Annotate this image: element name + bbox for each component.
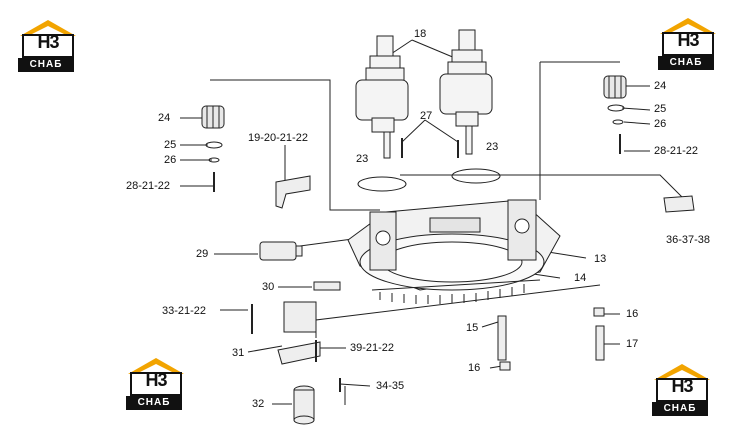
callout-28-left: 28-21-22	[126, 180, 171, 192]
nut-16-bottom	[499, 361, 511, 371]
logo-mark: H3	[677, 30, 699, 50]
swing-reducer-left	[355, 35, 409, 159]
callout-18: 18	[414, 28, 427, 40]
plate-36	[663, 195, 695, 213]
washer-25-right	[607, 104, 625, 112]
leader-line	[247, 345, 283, 353]
callout-26-right: 26	[654, 118, 667, 130]
leader-line	[547, 251, 587, 259]
callout-29: 29	[196, 248, 209, 260]
callout-32: 32	[252, 398, 265, 410]
bolt-17	[595, 325, 605, 361]
callout-25-right: 25	[654, 103, 667, 115]
turntable-frame	[347, 199, 561, 291]
pinion-gear-right	[603, 75, 627, 99]
washer-26-right	[612, 119, 624, 125]
callout-19: 19-20-21-22	[248, 132, 308, 144]
logo-roof-icon	[660, 18, 716, 34]
logo-bottom-left: H3 СНАБ	[126, 356, 186, 414]
callout-17: 17	[626, 338, 639, 350]
callout-30: 30	[262, 281, 275, 293]
callout-39: 39-21-22	[350, 342, 395, 354]
bracket-19	[275, 175, 311, 209]
logo-mark: H3	[671, 376, 693, 396]
filter-32	[293, 385, 315, 425]
callout-31: 31	[232, 347, 245, 359]
leader-line	[400, 174, 691, 206]
leader-line	[315, 284, 601, 338]
leader-line	[621, 107, 651, 111]
callout-36: 36-37-38	[666, 234, 711, 246]
leader-line	[210, 79, 380, 211]
logo-top-left: H3 СНАБ	[18, 18, 78, 76]
callout-24-right: 24	[654, 80, 667, 92]
ring-gear-teeth	[371, 279, 541, 304]
leader-line	[424, 119, 459, 143]
logo-mark: H3	[145, 370, 167, 390]
logo-roof-icon	[128, 358, 184, 374]
callout-26-left: 26	[164, 154, 177, 166]
callout-33: 33-21-22	[162, 305, 207, 317]
leader-line	[401, 119, 426, 143]
leader-line	[481, 321, 499, 328]
callout-34: 34-35	[376, 380, 405, 392]
logo-roof-icon	[654, 364, 710, 380]
logo-word: СНАБ	[652, 402, 708, 416]
callout-14: 14	[574, 272, 587, 284]
callout-16-bottom: 16	[468, 362, 481, 374]
logo-top-right: H3 СНАБ	[658, 16, 718, 74]
callout-23-right: 23	[486, 141, 499, 153]
valve-block-31	[277, 301, 321, 365]
nut-16-top	[593, 307, 605, 317]
callout-24-left: 24	[158, 112, 171, 124]
callout-16-top: 16	[626, 308, 639, 320]
swing-reducer-right	[439, 29, 493, 155]
callout-23-left: 23	[356, 153, 369, 165]
cylinder-29	[259, 241, 303, 261]
bolt-15	[497, 315, 507, 361]
leader-line	[339, 383, 371, 387]
gasket-right	[451, 168, 501, 184]
logo-bottom-right: H3 СНАБ	[652, 362, 712, 420]
callout-15: 15	[466, 322, 479, 334]
leader-line	[623, 121, 651, 125]
logo-word: СНАБ	[126, 396, 182, 410]
callout-13: 13	[594, 253, 607, 265]
callout-27: 27	[420, 110, 433, 122]
logo-word: СНАБ	[18, 58, 74, 72]
callout-28-right: 28-21-22	[654, 145, 699, 157]
logo-roof-icon	[20, 20, 76, 36]
gasket-left	[357, 176, 407, 192]
leader-line	[411, 39, 456, 59]
callout-25-left: 25	[164, 139, 177, 151]
washer-25-left	[205, 141, 223, 149]
washer-26-left	[208, 157, 220, 163]
pin-30	[313, 281, 341, 291]
logo-word: СНАБ	[658, 56, 714, 70]
logo-mark: H3	[37, 32, 59, 52]
pinion-gear-left	[201, 105, 225, 129]
